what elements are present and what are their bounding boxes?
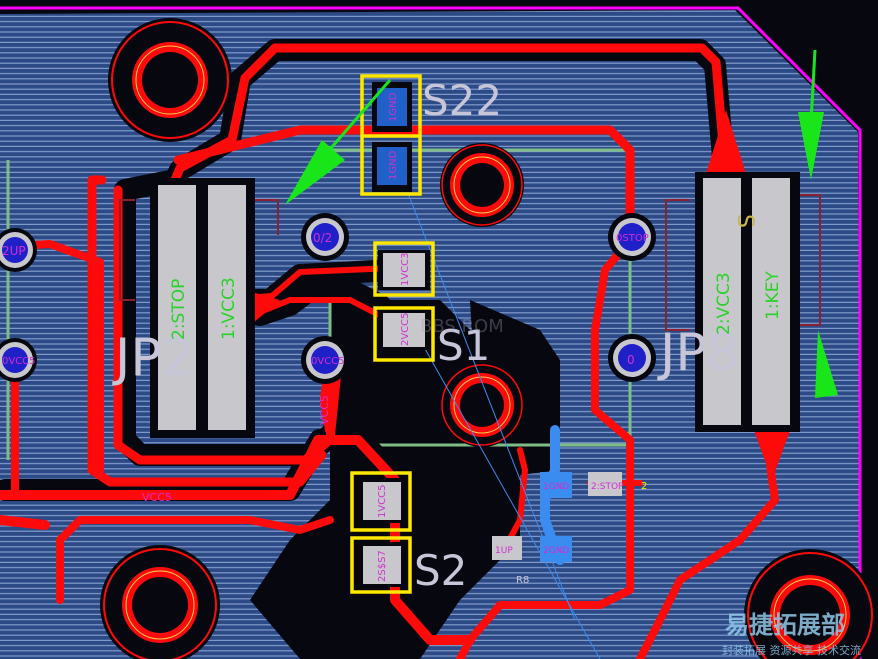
s1-bottom-pad-label: 2VCC5 (400, 312, 411, 346)
designator-overlay: S (732, 214, 757, 228)
s2-top-pad-label: 1VCC5 (377, 484, 388, 518)
connector-jp2[interactable] (150, 178, 255, 438)
connector-jp8[interactable] (695, 172, 800, 432)
stop-pad-label: 2:STOP (591, 482, 624, 492)
vias (0, 213, 656, 384)
smd-pads (358, 82, 622, 587)
s1-top-pad-label: 1VCC3 (400, 252, 411, 286)
faint-watermark: BBS.ROM (420, 316, 504, 337)
r8-bottom-trace (540, 425, 572, 565)
r8-pad2-label: 2GND (543, 546, 569, 556)
jp2-pin2-label: 2:STOP (169, 279, 189, 340)
watermark-subtitle: 封装拓展 资源共享 技术交流 (722, 643, 861, 657)
green-arrows (285, 49, 838, 398)
via-label-mid-top: 0/2 (313, 231, 332, 245)
s2-bottom-pad-label: 2S$S7 (377, 550, 388, 582)
up-pad-label: 1UP (495, 546, 513, 556)
designator-s22: S22 (422, 76, 502, 125)
r8-pad1-label: 1GND (543, 482, 569, 492)
designator-jp8: JP8 (657, 323, 740, 383)
designator-s2: S2 (414, 546, 467, 595)
selection-highlights[interactable] (350, 74, 435, 594)
keepout-outline (0, 6, 862, 659)
via-label-right-0: 0 (627, 353, 635, 367)
via-label-left-vcc5: 0VCC5 (2, 356, 36, 367)
jp8-pin2-label: 2:VCC3 (714, 272, 734, 335)
via-label-left-up: 2UP (2, 244, 26, 258)
watermark-logo: 易捷拓展部 封装拓展 资源共享 技术交流 (722, 611, 861, 657)
s1-bottom-highlight (373, 306, 435, 362)
jp2-pin1-label: 1:VCC3 (219, 277, 239, 340)
designator-s1: S1 (437, 321, 490, 370)
r8-side-label: 2 (641, 481, 647, 492)
via-label-right-stop: 0STOP (616, 233, 649, 244)
via-label-mid-vcc5: 0VCC5 (311, 356, 345, 367)
component-outlines (119, 194, 821, 331)
s22-top-pad-label: 1GND (388, 92, 399, 122)
s22-bottom-pad-label: 1GND (388, 150, 399, 180)
r8-designator: R8 (516, 575, 529, 586)
jp8-pin1-label: 1:KEY (763, 271, 783, 320)
trace-label-vcc5-vertical: VCC5 (318, 395, 331, 425)
designator-jp2: JP2 (112, 328, 195, 388)
s2-bottom-highlight (350, 536, 412, 594)
trace-label-vcc5-horizontal: VCC5 (142, 491, 172, 504)
mounting-holes (100, 18, 876, 659)
s1-top-highlight (373, 241, 435, 297)
s2-top-highlight (350, 471, 412, 532)
watermark-title: 易捷拓展部 (725, 611, 845, 639)
